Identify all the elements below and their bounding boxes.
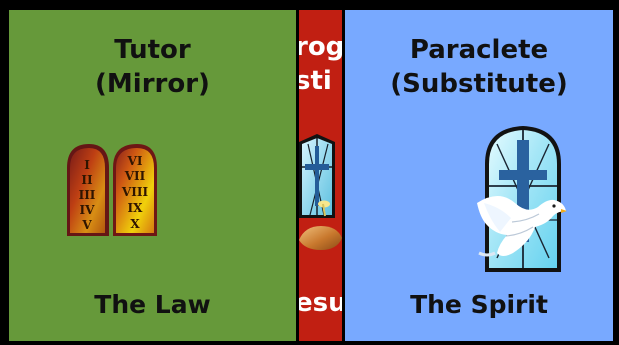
tablet-numeral-7: VII <box>124 169 146 183</box>
tablet-numeral-10: X <box>130 217 140 231</box>
tablet-numeral-6: VI <box>127 154 143 168</box>
tablet-numeral-8: VIII <box>121 185 149 199</box>
paraclete-title-line-2: (Substitute) <box>390 69 568 99</box>
tablet-numeral-9: IX <box>128 201 144 215</box>
tutor-title-line-2: (Mirror) <box>95 69 210 99</box>
stained-glass-cross-icon <box>299 134 342 250</box>
tablets-icon: I II III IV V VI VII VIII IX X <box>67 144 157 236</box>
tablet-numeral-1: I <box>84 158 90 172</box>
paraclete-footer: The Spirit <box>410 290 548 319</box>
middle-panel: rog sti <box>299 10 342 341</box>
tablet-numeral-5: V <box>81 218 92 232</box>
tutor-footer: The Law <box>94 290 211 319</box>
middle-text-line-3: esu <box>299 288 342 318</box>
tablet-numeral-4: IV <box>80 203 96 217</box>
tablet-numeral-2: II <box>81 173 93 187</box>
dove-icon <box>477 196 567 257</box>
tutor-panel: Tutor (Mirror) <box>9 10 296 341</box>
middle-text-line-1: rog <box>299 32 342 62</box>
tutor-title-line-1: Tutor <box>114 35 191 65</box>
paraclete-title-line-1: Paraclete <box>409 35 549 65</box>
tablet-numeral-3: III <box>79 188 96 202</box>
middle-text-line-2: sti <box>299 66 332 96</box>
paraclete-panel: Paraclete (Substitute) <box>345 10 613 341</box>
